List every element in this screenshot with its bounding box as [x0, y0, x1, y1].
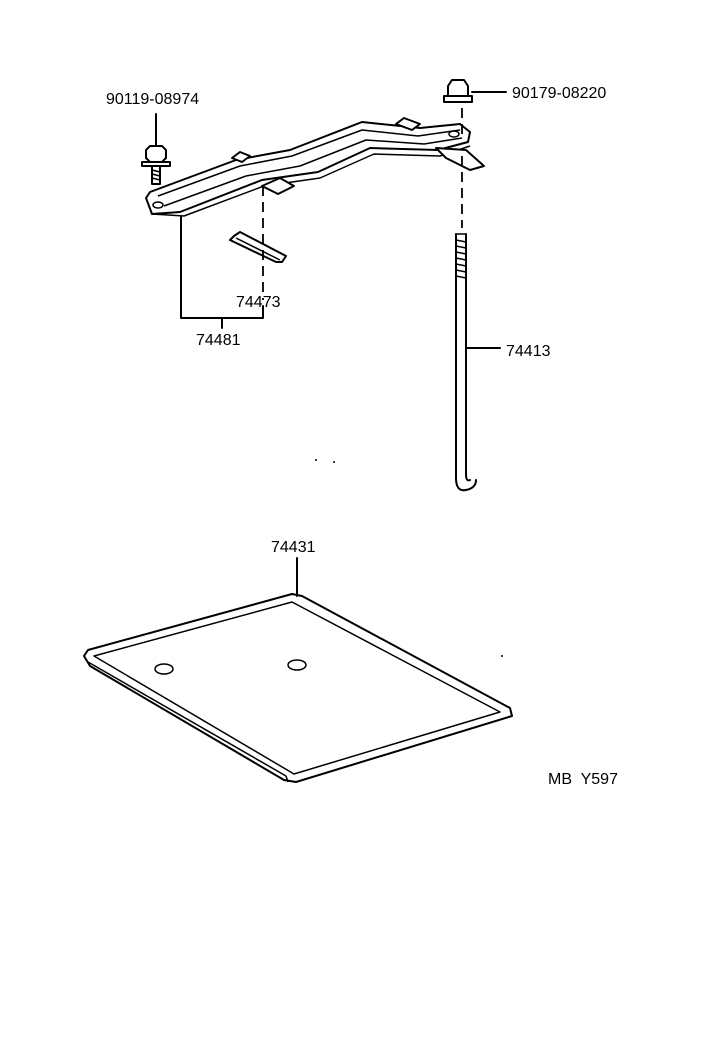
- assembly-lines: [262, 108, 463, 300]
- battery-tray: [83, 557, 513, 783]
- part-label-rod: 74413: [506, 343, 551, 360]
- scan-dot: [315, 459, 317, 461]
- nut: [443, 79, 507, 103]
- diagram-code: MB Y597: [548, 771, 618, 788]
- bolt: [141, 113, 171, 185]
- part-label-nut: 90179-08220: [512, 85, 606, 102]
- scan-dot: [333, 461, 335, 463]
- part-label-bolt: 90119-08974: [106, 91, 199, 108]
- part-label-tray: 74431: [271, 539, 316, 556]
- hold-down-rod: [455, 233, 501, 492]
- part-label-clamp: 74481: [196, 332, 241, 349]
- battery-clamp: [145, 117, 485, 329]
- scan-dot: [501, 655, 503, 657]
- part-label-pad: 74473: [236, 294, 281, 311]
- clamp-pad: [229, 231, 287, 263]
